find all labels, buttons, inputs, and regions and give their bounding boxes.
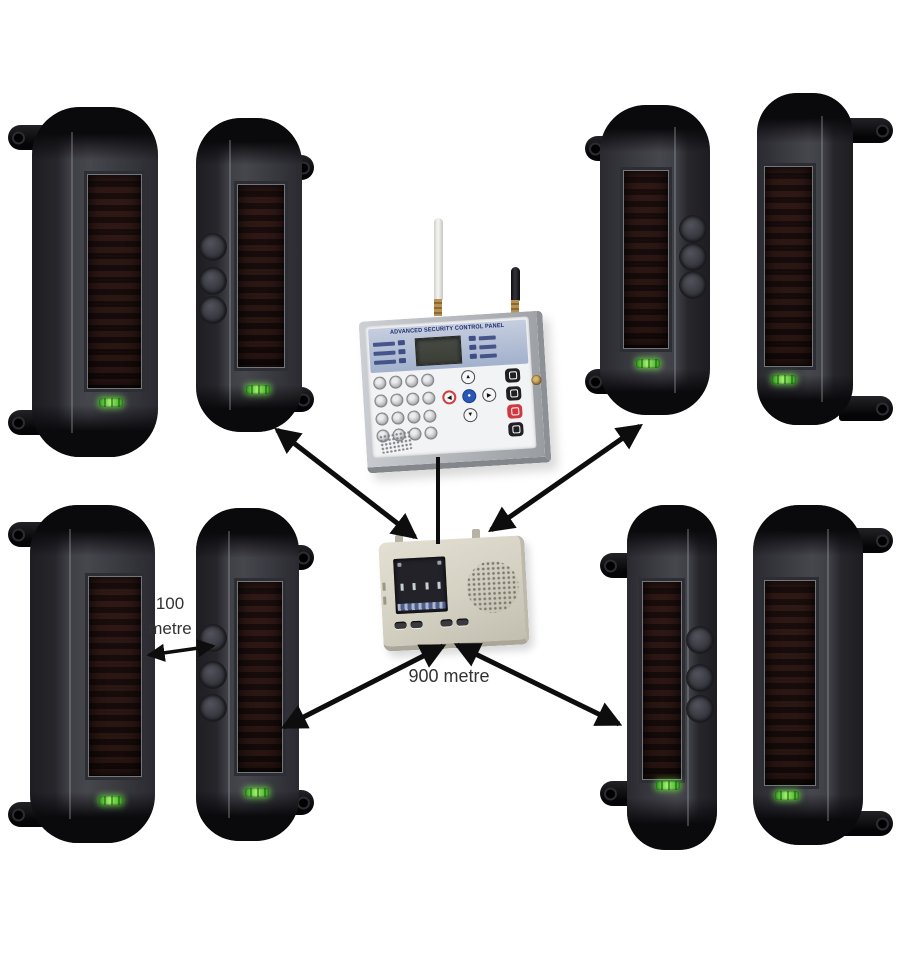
sensor-disc — [200, 296, 226, 323]
led-indicator — [245, 787, 270, 797]
antenna-base-icon — [434, 299, 442, 316]
antenna-base-icon — [511, 300, 519, 317]
solar-panel — [764, 579, 816, 786]
black-antenna-icon — [511, 267, 520, 301]
edge-highlight — [68, 528, 71, 820]
bracket-hole — [299, 395, 308, 404]
sensor-disc — [200, 268, 226, 295]
sensor-cap — [30, 792, 155, 843]
sensor-tower — [627, 505, 717, 850]
bracket-hole — [591, 144, 600, 153]
sensor-cap — [600, 105, 710, 152]
solar-panel — [87, 173, 143, 389]
sensor-cap — [753, 505, 863, 556]
beam-sensor-top-right — [743, 90, 893, 430]
sensor-cap — [753, 794, 863, 845]
sensor-disc — [680, 243, 706, 270]
bracket-hole — [591, 377, 600, 386]
sensor-tower — [757, 93, 853, 425]
sensor-tower — [600, 105, 710, 415]
led-indicator — [636, 359, 661, 369]
sensor-disc — [680, 271, 706, 298]
control-panel: ADVANCED SECURITY CONTROL PANEL — [358, 215, 553, 474]
beam-sensor-top-mid-left — [182, 107, 314, 437]
wireless-link-arrow-lower-left — [280, 643, 447, 730]
wireless-link-arrow-lower-right — [453, 642, 623, 727]
white-antenna-icon — [434, 218, 443, 300]
sensor-tower — [196, 118, 302, 432]
edge-highlight — [673, 126, 676, 394]
distance-label-900-metre: 900 metre — [408, 666, 490, 686]
sensor-tower — [32, 107, 158, 457]
sensor-disc — [680, 216, 706, 242]
bracket-hole — [14, 133, 23, 142]
edge-highlight — [821, 116, 824, 402]
distance-label-100-metre: 100 metre — [148, 594, 192, 638]
sensor-cap — [600, 368, 710, 415]
sensor-disc — [200, 694, 226, 721]
wireless-link-arrow-upper-left — [274, 427, 418, 540]
sensor-tower — [30, 505, 155, 843]
led-indicator — [772, 375, 797, 385]
bracket-hole — [878, 126, 887, 135]
led-indicator — [245, 384, 270, 394]
edge-highlight — [228, 139, 231, 411]
bracket-hole — [878, 819, 887, 828]
bracket-hole — [606, 561, 615, 570]
led-indicator — [775, 790, 799, 800]
beam-sensor-top-left — [8, 95, 180, 463]
sensor-disc — [687, 664, 713, 691]
sensor-cap — [627, 798, 717, 850]
wireless-receiver — [378, 525, 536, 659]
sensor-disc — [200, 661, 226, 688]
beam-sensor-bottom-left — [8, 492, 180, 854]
sensor-disc — [687, 695, 713, 722]
sensor-cap — [196, 791, 299, 841]
sensor-cap — [30, 505, 155, 556]
sensor-cap — [757, 93, 853, 143]
sensor-disc — [687, 626, 713, 653]
distance-arrow-100m — [146, 639, 216, 662]
led-indicator — [98, 397, 123, 407]
bracket-hole — [878, 536, 887, 545]
bracket-hole — [14, 810, 23, 819]
led-indicator — [98, 795, 123, 805]
bracket-hole — [299, 553, 308, 562]
bracket-hole — [299, 163, 308, 172]
wireless-link-arrow-upper-right — [488, 423, 643, 533]
sensor-cap — [32, 107, 158, 160]
sensor-disc — [200, 233, 226, 260]
edge-highlight — [71, 131, 74, 433]
led-indicator — [655, 781, 680, 790]
receiver-antenna-nub — [472, 529, 480, 542]
bracket-hole — [606, 789, 615, 798]
solar-panel — [237, 183, 285, 369]
solar-panel — [763, 166, 813, 368]
beam-sensor-bottom-mid-right — [600, 495, 750, 855]
bracket-hole — [299, 798, 308, 807]
edge-highlight — [227, 531, 230, 818]
bracket-hole — [14, 418, 23, 427]
beam-sensor-top-mid-right — [585, 93, 725, 423]
beam-sensor-bottom-right — [743, 495, 893, 851]
sensor-cap — [196, 118, 302, 166]
edge-highlight — [826, 528, 829, 822]
sensor-cap — [32, 404, 158, 457]
sensor-tower — [753, 505, 863, 845]
solar-panel — [87, 575, 142, 778]
bracket-hole — [14, 530, 23, 539]
bracket-hole — [878, 404, 887, 413]
solar-panel — [642, 580, 683, 780]
solar-panel — [623, 170, 670, 349]
